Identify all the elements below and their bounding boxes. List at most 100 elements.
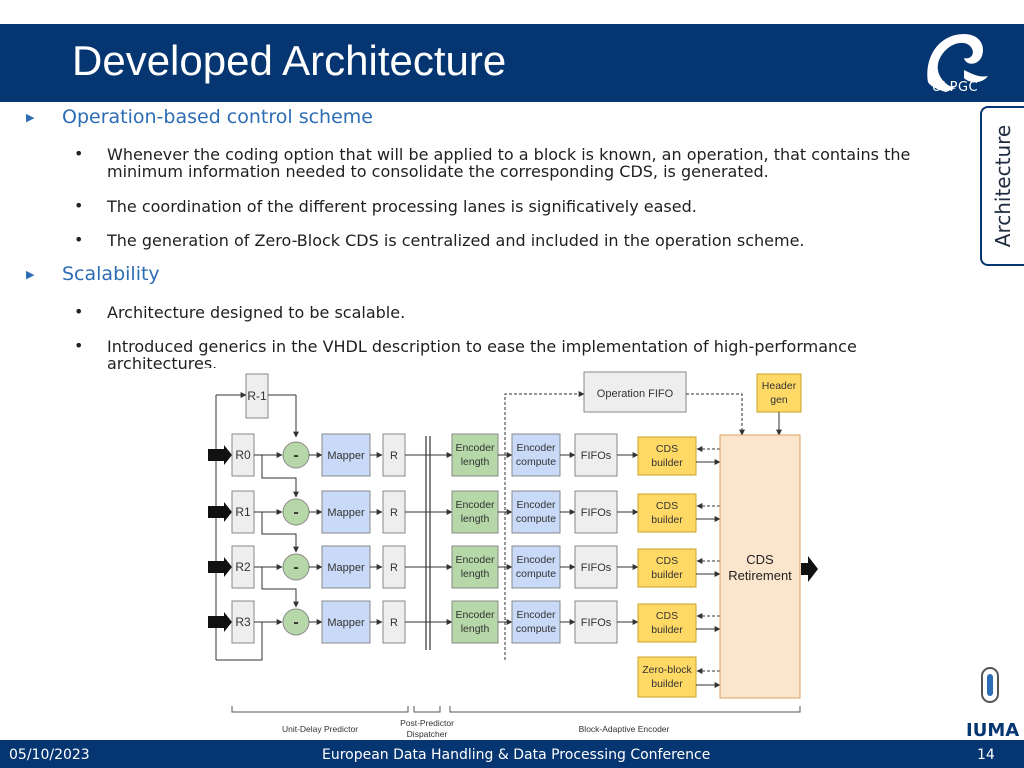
post-predictor-label: Post-Predictor (400, 718, 454, 728)
unit-delay-brace (231, 706, 409, 713)
register-label: R (390, 450, 398, 462)
section-heading: Operation-based control scheme (62, 106, 373, 128)
cds-builder-label: CDS (656, 443, 678, 455)
bullet-icon: • (74, 230, 84, 249)
subtract-label: - (293, 559, 298, 576)
header-gen-label: Header (762, 380, 797, 392)
subtract-label: - (293, 447, 298, 464)
cds-retirement-label: CDS (746, 552, 774, 567)
mapper-label: Mapper (327, 617, 365, 629)
encoder-length-block (451, 600, 499, 644)
iuma-logo-text: IUMA (966, 720, 1020, 741)
cds-builder-label: CDS (656, 500, 678, 512)
cds-builder-label: CDS (656, 610, 678, 622)
page-number: 14 (977, 747, 995, 763)
footer-conference: European Data Handling & Data Processing… (322, 747, 711, 763)
post-predictor-label: Dispatcher (407, 729, 448, 739)
r-label: R3 (235, 615, 251, 629)
cds-builder-block (637, 603, 697, 643)
logo-label: ULPGC (931, 80, 979, 95)
input-arrow-icon (208, 502, 232, 522)
encoder-length-label: Encoder (455, 609, 495, 621)
header-gen-label: gen (770, 394, 788, 406)
slide-title: Developed Architecture (72, 37, 507, 84)
fifos-label: FIFOs (581, 562, 612, 574)
encoder-compute-label: Encoder (516, 442, 556, 454)
r-label: R0 (235, 448, 251, 462)
encoder-compute-label: compute (516, 456, 556, 468)
fifos-block (574, 433, 618, 477)
r-label: R2 (235, 560, 251, 574)
encoder-length-label: Encoder (455, 442, 495, 454)
encoder-compute-block (511, 545, 561, 589)
encoder-compute-block (511, 490, 561, 534)
cds-builder-label: builder (651, 514, 683, 526)
encoder-length-label: length (461, 623, 490, 635)
operation-fifo-block (583, 371, 687, 413)
footer-bar (0, 740, 1024, 768)
fifos-label: FIFOs (581, 507, 612, 519)
triangle-bullet-icon: ▶ (26, 268, 35, 281)
register-label: R (390, 562, 398, 574)
encoder-length-label: length (461, 513, 490, 525)
register-label: R (390, 507, 398, 519)
encoder-compute-label: compute (516, 623, 556, 635)
encoder-length-label: Encoder (455, 554, 495, 566)
section-side-tab: Architecture (980, 106, 1024, 266)
triangle-bullet-icon: ▶ (26, 111, 35, 124)
unit-delay-label: Unit-Delay Predictor (282, 724, 358, 734)
bullet-icon: • (74, 336, 84, 355)
bullet-text: Architecture designed to be scalable. (107, 303, 406, 322)
section-heading: Scalability (62, 263, 160, 285)
mapper-block (321, 600, 371, 644)
encoder-length-label: length (461, 568, 490, 580)
operation-fifo-label: Operation FIFO (597, 388, 674, 400)
lane-2: R2 - Mapper R Encoder length Encoder com… (208, 545, 721, 589)
cds-builder-label: builder (651, 457, 683, 469)
mapper-label: Mapper (327, 562, 365, 574)
fifos-block (574, 545, 618, 589)
subtract-label: - (293, 504, 298, 521)
cds-builder-label: builder (651, 624, 683, 636)
architecture-diagram: R-1 R0 - Mapper R Encoder length Encoder… (205, 368, 820, 741)
bullet-icon: • (74, 196, 84, 215)
bullet-icon: • (74, 144, 84, 163)
fifos-label: FIFOs (581, 617, 612, 629)
bullet-text: The generation of Zero-Block CDS is cent… (107, 231, 805, 250)
encoder-length-block (451, 545, 499, 589)
output-arrow-icon (801, 556, 818, 582)
input-arrow-icon (208, 557, 232, 577)
block-adaptive-label: Block-Adaptive Encoder (579, 724, 670, 734)
mapper-block (321, 490, 371, 534)
cds-retirement-block (719, 434, 801, 699)
lane-1: R1 - Mapper R Encoder length Encoder com… (208, 490, 721, 534)
cds-retirement-label: Retirement (728, 568, 792, 583)
mapper-label: Mapper (327, 507, 365, 519)
side-tab-label: Architecture (991, 124, 1015, 248)
lane-0: R0 - Mapper R Encoder length Encoder com… (208, 433, 721, 477)
zero-block-builder-label: builder (651, 678, 683, 690)
post-predictor-brace (413, 706, 441, 713)
fifos-block (574, 600, 618, 644)
input-arrow-icon (208, 445, 232, 465)
lane-3: R3 - Mapper R Encoder length Encoder com… (208, 600, 721, 644)
footer-date: 05/10/2023 (9, 747, 90, 763)
r-label: R1 (235, 505, 251, 519)
encoder-compute-block (511, 433, 561, 477)
encoder-length-label: Encoder (455, 499, 495, 511)
bullet-text: Introduced generics in the VHDL descript… (107, 337, 857, 373)
cds-builder-block (637, 548, 697, 588)
subtract-label: - (293, 614, 298, 631)
bullet-icon: • (74, 302, 84, 321)
input-arrow-icon (208, 612, 232, 632)
encoder-compute-block (511, 600, 561, 644)
zero-block-builder-label: Zero-block (642, 664, 692, 676)
encoder-length-block (451, 490, 499, 534)
title-bar (0, 24, 1024, 102)
bullet-text: The coordination of the different proces… (107, 197, 697, 216)
zero-block-builder-block (637, 656, 697, 698)
r-minus1-label: R-1 (247, 389, 267, 403)
bullet-text: Whenever the coding option that will be … (107, 145, 911, 181)
encoder-length-label: length (461, 456, 490, 468)
cds-builder-label: CDS (656, 555, 678, 567)
